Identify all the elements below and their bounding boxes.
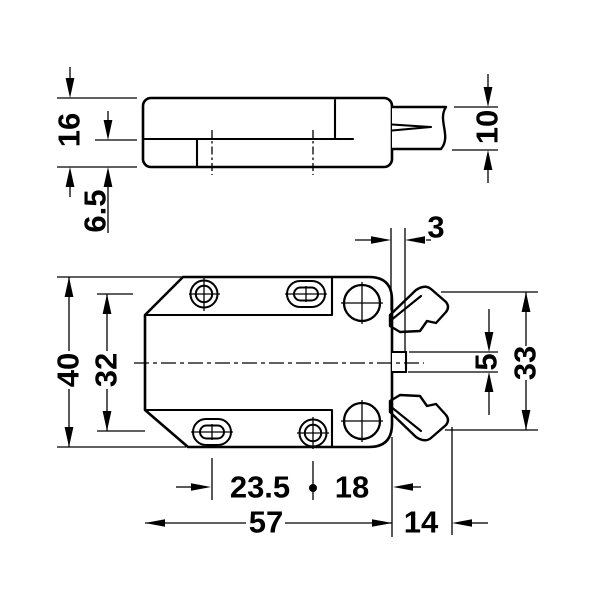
trigger-square xyxy=(392,350,408,374)
dim-5-lines xyxy=(408,309,498,415)
screw-hole-bottom-right xyxy=(297,417,329,449)
dim-23-5-label: 23.5 xyxy=(230,470,290,505)
dim-33: 33 xyxy=(441,291,543,431)
dim-16-label: 16 xyxy=(52,113,87,147)
dim-33-arrow-bottom xyxy=(521,410,531,430)
dim-57: 57 xyxy=(145,505,392,540)
dim-10-arrow-bottom xyxy=(483,150,493,170)
slot-hole-top-right-crosshair xyxy=(285,286,327,302)
front-view-step-lines xyxy=(143,276,334,448)
side-view xyxy=(141,96,448,175)
dim-23-5: 23.5 xyxy=(176,470,317,505)
dim-40-label: 40 xyxy=(51,353,86,387)
dim-40-arrow-top xyxy=(64,277,74,297)
dim-33-arrow-top xyxy=(521,292,531,312)
dim-33-label: 33 xyxy=(508,346,543,380)
bottom-extension-lines xyxy=(211,427,453,537)
dim-40-lines xyxy=(57,276,186,448)
dim-16-arrow-top xyxy=(65,78,75,98)
dim-3-arrow-right xyxy=(405,236,425,244)
dim-18: 18 xyxy=(335,470,421,505)
screw-hole-top-left xyxy=(189,278,220,311)
dim-6-5-arrow-top xyxy=(103,120,113,140)
dim-14-arrow xyxy=(452,519,472,527)
dim-6-5-lines xyxy=(95,111,137,233)
boss-circle-top xyxy=(341,282,383,324)
dim-40: 40 xyxy=(51,276,186,448)
side-view-body-outline xyxy=(141,96,394,169)
dim-10-lines xyxy=(452,74,498,183)
dim-40-arrow-bottom xyxy=(64,427,74,447)
dim-18-arrow xyxy=(393,483,413,491)
boss-circle-top-crosshair xyxy=(341,282,383,324)
dim-10-label: 10 xyxy=(470,110,505,144)
dim-3: 3 xyxy=(355,210,445,352)
dim-5-arrow-bottom xyxy=(484,372,494,392)
dim-16-lines xyxy=(57,67,137,197)
slot-hole-bottom-left xyxy=(191,418,233,446)
dim-3-lines xyxy=(355,228,431,352)
latch-hook-bottom xyxy=(388,393,450,442)
dim-23-5-arrow xyxy=(191,483,211,491)
dim-18-label: 18 xyxy=(335,470,369,505)
dim-57-label: 57 xyxy=(249,505,283,540)
dim-3-arrow-left xyxy=(371,236,391,244)
side-view-plunger-slot-lines xyxy=(390,123,433,132)
dim-57-arrow-left xyxy=(145,519,165,527)
boss-circle-bottom xyxy=(341,400,383,442)
dim-6-5-label: 6.5 xyxy=(78,189,113,232)
dim-57-arrow-right xyxy=(372,519,392,527)
dim-16: 16 xyxy=(52,67,137,197)
dim-6-5: 6.5 xyxy=(78,111,137,233)
dim-32: 32 xyxy=(89,293,145,432)
front-view-body-outline xyxy=(143,275,394,449)
dim-10-arrow-top xyxy=(483,87,493,107)
dim-32-arrow-top xyxy=(102,294,112,314)
front-view xyxy=(134,275,450,449)
dim-5-arrow-top xyxy=(484,332,494,352)
dim-14: 14 xyxy=(404,505,488,540)
dim-14-label: 14 xyxy=(404,505,439,540)
dim-23-5-dot xyxy=(309,484,317,492)
slot-hole-top-right xyxy=(285,280,327,308)
dim-5: 5 xyxy=(408,309,504,415)
dim-5-label: 5 xyxy=(469,353,504,370)
screw-hole-bottom-right-crosshair xyxy=(297,417,329,449)
latch-hook-bottom-fold xyxy=(388,404,423,433)
dim-32-lines xyxy=(97,293,145,432)
dim-32-arrow-bottom xyxy=(102,411,112,431)
dim-16-arrow-bottom xyxy=(65,167,75,187)
dim-10: 10 xyxy=(452,74,505,183)
latch-hook-top xyxy=(388,285,450,334)
dim-3-label: 3 xyxy=(427,210,444,245)
dim-33-lines xyxy=(441,291,538,431)
dim-32-label: 32 xyxy=(89,353,124,387)
boss-circle-bottom-crosshair xyxy=(341,400,383,442)
slot-hole-bottom-left-crosshair xyxy=(191,424,233,440)
dim-6-5-arrow-bottom xyxy=(103,167,113,187)
screw-hole-top-left-crosshair xyxy=(189,278,220,311)
